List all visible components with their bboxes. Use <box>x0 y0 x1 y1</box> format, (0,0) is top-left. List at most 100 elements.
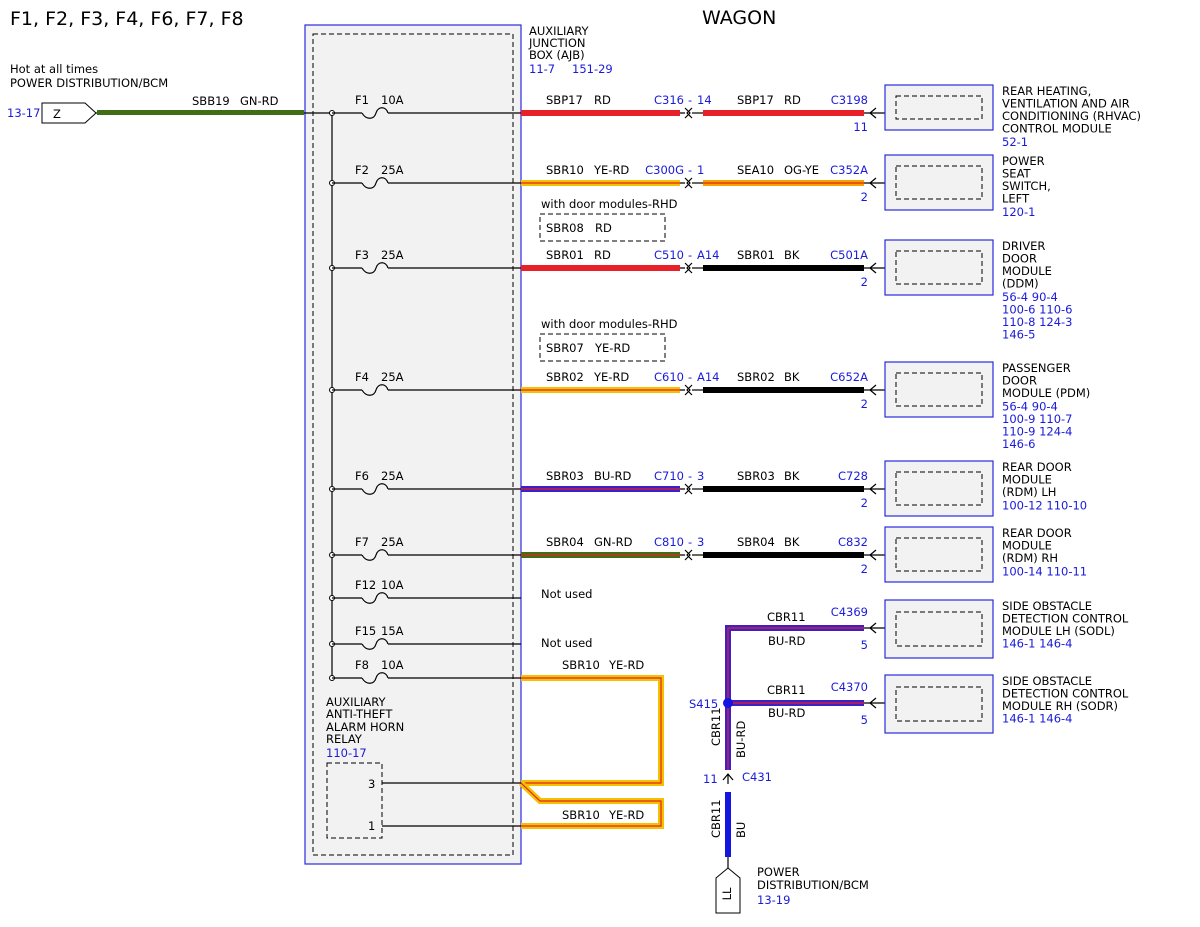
fuse-name: F8 <box>355 658 369 672</box>
relay-label: AUXILIARY <box>326 695 386 709</box>
sod-connector: C4370 <box>831 680 868 694</box>
fuses-title: F1, F2, F3, F4, F6, F7, F8 <box>10 8 244 30</box>
inline-connector: C810 <box>654 535 684 549</box>
inline-dash: - <box>688 535 692 549</box>
module-label: MODULE <box>1002 264 1052 278</box>
ajb-ref: 151-29 <box>572 62 613 76</box>
power-source-z: Hot at all times POWER DISTRIBUTION/BCM … <box>7 62 304 124</box>
inline-pin: A14 <box>697 370 720 384</box>
module-box <box>884 84 994 131</box>
sod-module-box <box>884 599 994 659</box>
inline-dash: - <box>688 248 692 262</box>
trunk-upper-color: BU-RD <box>734 721 748 758</box>
inline-connector-symbol <box>680 483 693 495</box>
splice-s415-dot <box>723 698 733 708</box>
module-label: (DDM) <box>1002 277 1039 291</box>
f8-wire: SBR10 YE-RD SBR10 YE-RD <box>518 658 664 829</box>
rhd-note-box <box>539 213 666 242</box>
wire-sbb19-color: GN-RD <box>240 94 279 108</box>
sodr-wire-color: BU-RD <box>768 706 805 720</box>
wire-cbr11-bu <box>725 792 731 857</box>
module-label: SEAT <box>1002 167 1032 181</box>
inline-connector-symbol <box>680 384 693 396</box>
fuse-symbol <box>361 262 389 274</box>
module-pin: 2 <box>861 397 868 411</box>
module-ref: 110-9 124-4 <box>1002 425 1073 439</box>
fuse-rating: 15A <box>381 624 404 638</box>
relay-wire-circuit: SBR10 <box>562 808 600 822</box>
module-label: DRIVER <box>1002 239 1045 253</box>
source-ref: 13-17 <box>7 106 40 120</box>
fuse-symbol <box>361 638 389 650</box>
module-label: CONTROL MODULE <box>1002 122 1112 136</box>
rhd-note-circuit: SBR07 <box>546 341 584 355</box>
module-label: (RDM) RH <box>1002 551 1058 565</box>
module-label: CONDITIONING (RHVAC) <box>1002 109 1141 123</box>
wire-right <box>703 265 864 271</box>
fuse-rating: 10A <box>381 658 404 672</box>
inline-connector-symbol <box>680 262 693 274</box>
rhd-note-1: with door modules-RHD SBR08 RD <box>539 197 678 242</box>
module-label: PASSENGER <box>1002 361 1071 375</box>
inline-connector: C316 <box>654 93 684 107</box>
left-circuit: SBR03 <box>546 469 584 483</box>
module-connector: C652A <box>830 370 868 384</box>
power-source-ll: LL POWER DISTRIBUTION/BCM 13-19 <box>715 865 869 914</box>
module-label: REAR DOOR <box>1002 460 1072 474</box>
right-color: BK <box>784 370 800 384</box>
fuse-rating: 25A <box>381 248 404 262</box>
right-color: OG-YE <box>784 163 819 177</box>
connector-z-tag <box>41 102 97 124</box>
trunk-lower-color: BU <box>734 822 748 838</box>
module-ref: 56-4 90-4 <box>1002 400 1058 414</box>
left-color: BU-RD <box>594 469 631 483</box>
f8-wire-circuit: SBR10 <box>562 658 600 672</box>
right-color: BK <box>784 248 800 262</box>
relay-label: RELAY <box>326 732 363 746</box>
inline-connector-symbol <box>680 549 693 561</box>
module-connector: C501A <box>830 248 868 262</box>
source-line: POWER DISTRIBUTION/BCM <box>10 76 168 90</box>
module-inner <box>895 95 983 120</box>
module-connector: C3198 <box>831 93 868 107</box>
left-circuit: SBR10 <box>546 163 584 177</box>
left-circuit: SBR01 <box>546 248 584 262</box>
inline-dash: - <box>688 163 692 177</box>
inline-pin: 3 <box>697 469 704 483</box>
ajb-title-line: BOX (AJB) <box>529 48 585 62</box>
fuse-rating: 10A <box>381 93 404 107</box>
rhd-note-label: with door modules-RHD <box>541 317 678 331</box>
fuse-rating: 25A <box>381 370 404 384</box>
trunk-upper-circuit: CBR11 <box>709 707 723 746</box>
module-box <box>884 154 994 211</box>
rhd-note-2: with door modules-RHD SBR07 YE-RD <box>539 317 678 362</box>
module-pin: 2 <box>861 190 868 204</box>
inline-connector: C510 <box>654 248 684 262</box>
sod-ref: 146-1 146-4 <box>1002 637 1073 651</box>
fuse-symbol <box>361 177 389 189</box>
module-ref: 110-8 124-3 <box>1002 315 1073 329</box>
rhd-note-circuit: SBR08 <box>546 221 584 235</box>
relay-label: ALARM HORN <box>326 720 404 734</box>
module-connector: C728 <box>838 469 868 483</box>
not-used-f12: Not used <box>541 587 592 601</box>
fuse-name: F6 <box>355 469 369 483</box>
sod-pin: 5 <box>861 638 868 652</box>
right-color: BK <box>784 535 800 549</box>
source-line: Hot at all times <box>10 62 98 76</box>
ajb-inner-outline <box>312 33 514 856</box>
inline-dash: - <box>688 370 692 384</box>
ajb-title-line: AUXILIARY <box>529 24 589 38</box>
wire-sbb19-circuit: SBB19 <box>192 94 230 108</box>
module-inner <box>895 537 983 572</box>
c431-connector: C431 <box>742 770 772 784</box>
inline-pin: 14 <box>697 93 712 107</box>
